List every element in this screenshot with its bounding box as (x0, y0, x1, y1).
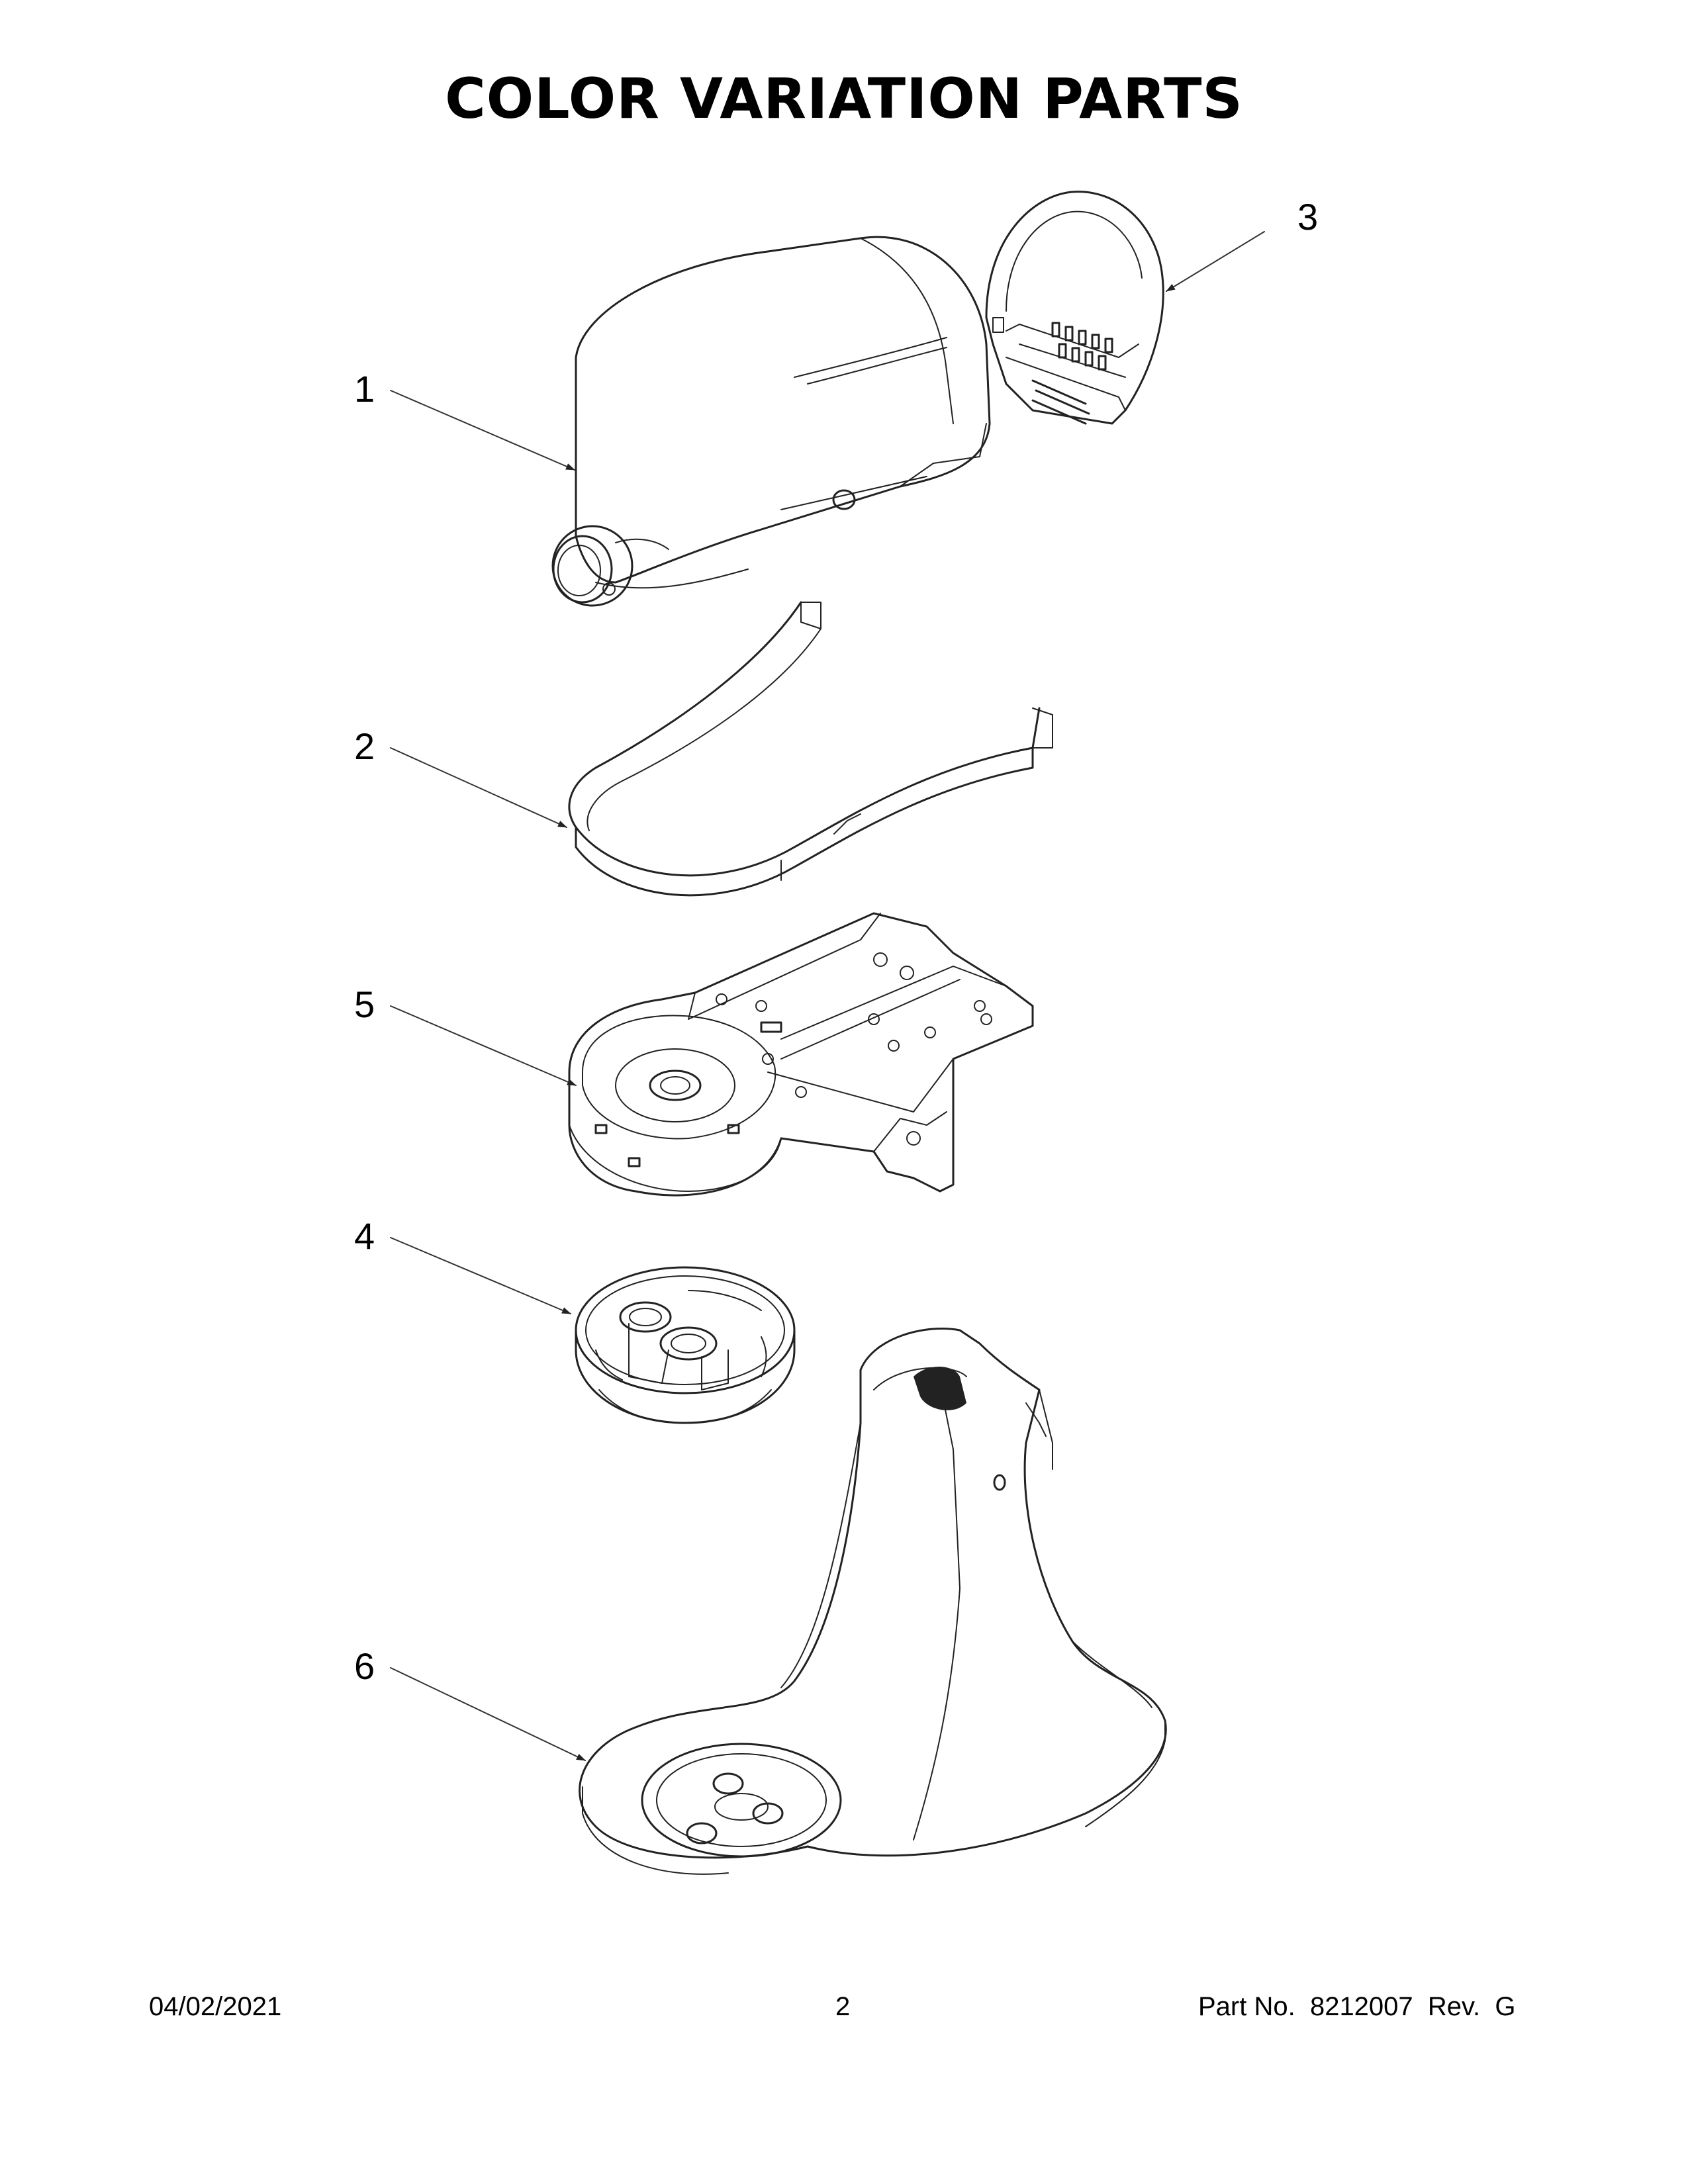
leader-1 (390, 390, 575, 471)
callout-5: 5 (354, 983, 375, 1025)
page-title: COLOR VARIATION PARTS (445, 66, 1243, 131)
callout-2: 2 (354, 725, 375, 767)
part-3-rear-cover (985, 191, 1164, 425)
callout-1: 1 (354, 368, 375, 410)
leader-4 (390, 1237, 571, 1314)
part-4-drive-housing (575, 1266, 796, 1424)
part-2-trim-band (568, 601, 1053, 897)
leader-3 (1166, 231, 1265, 292)
footer-date: 04/02/2021 (149, 1992, 282, 2021)
footer-part-number: Part No. 8212007 Rev. G (1198, 1992, 1516, 2021)
leader-2 (390, 747, 567, 828)
callout-6: 6 (354, 1645, 375, 1687)
callout-4: 4 (354, 1215, 375, 1257)
part-6-pedestal-base (579, 1328, 1167, 1875)
callout-3: 3 (1297, 196, 1319, 238)
leader-6 (390, 1667, 586, 1761)
callout-leaders (390, 231, 1265, 1761)
footer-page-number: 2 (835, 1992, 851, 2021)
part-1-head-housing (551, 236, 991, 607)
leader-5 (390, 1005, 577, 1086)
part-5-gear-case (568, 912, 1034, 1197)
